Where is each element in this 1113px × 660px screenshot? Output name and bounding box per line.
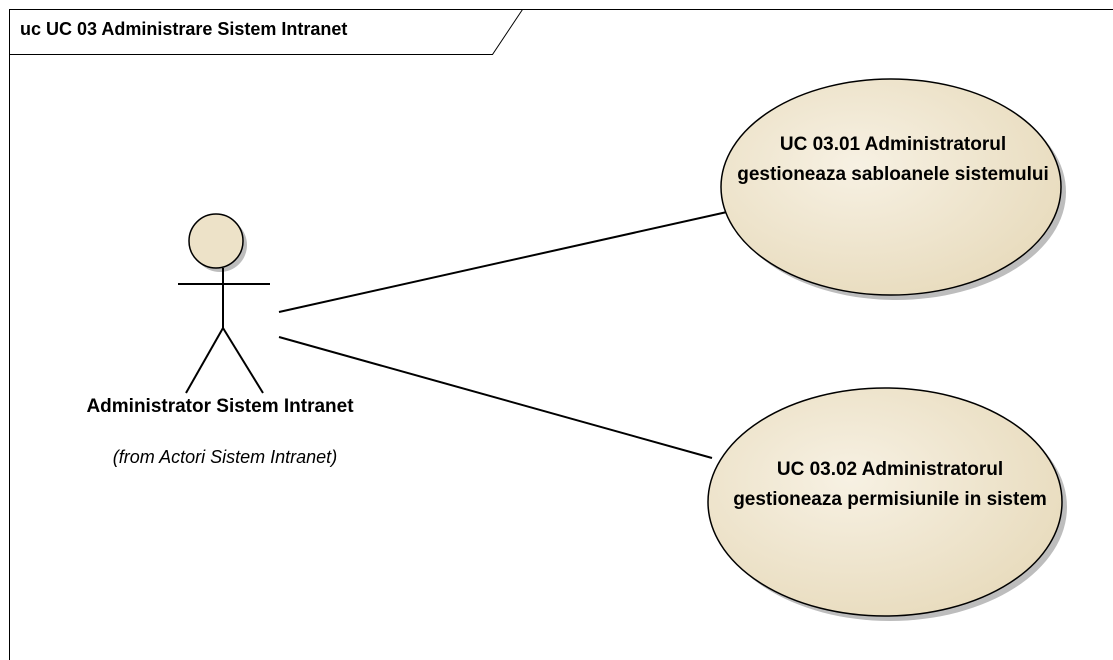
actor-head	[188, 213, 244, 269]
use-case-ellipse-uc-03-01[interactable]	[720, 78, 1066, 300]
association-line-1	[278, 211, 728, 313]
diagram-title: uc UC 03 Administrare Sistem Intranet	[20, 19, 348, 39]
use-case-ellipse-uc-03-02[interactable]	[707, 387, 1067, 621]
actor-name: Administrator Sistem Intranet	[86, 396, 354, 417]
frame-title-tab	[9, 9, 523, 55]
use-case-label-uc-03-02: UC 03.02 Administratorul gestioneaza per…	[733, 459, 1047, 510]
use-case-label-uc-03-01: UC 03.01 Administratorul gestioneaza sab…	[737, 134, 1049, 185]
diagram-frame	[9, 9, 1113, 660]
actor-from-package: (from Actori Sistem Intranet)	[112, 447, 338, 467]
association-line-2	[278, 336, 713, 459]
actor-figure[interactable]	[178, 213, 270, 394]
